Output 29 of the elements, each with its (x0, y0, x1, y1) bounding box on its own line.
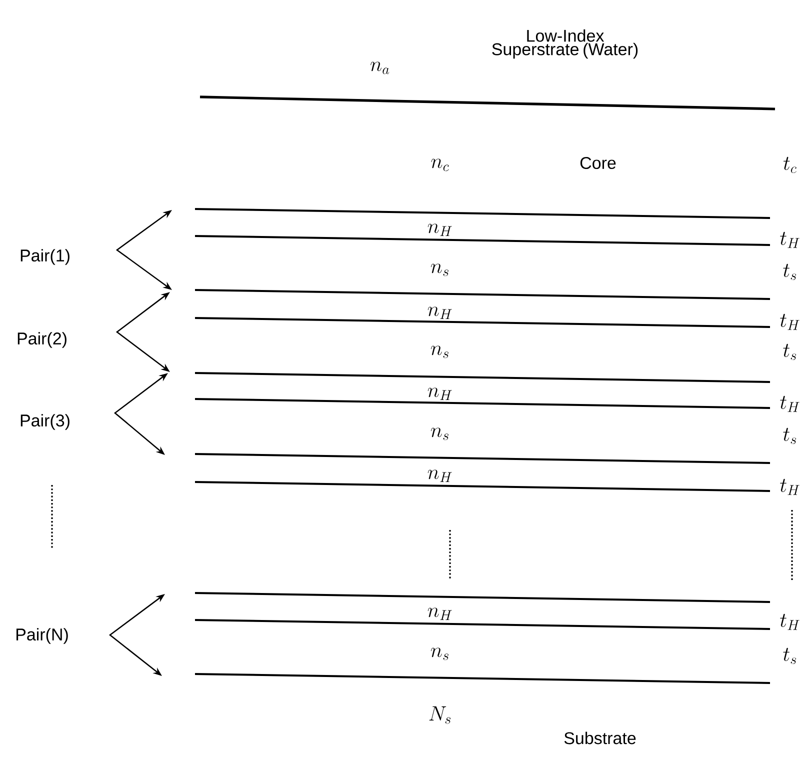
thickness-symbol: $t_H$ (780, 314, 800, 330)
region-label: Core (580, 156, 616, 169)
region-label: Substrate (564, 732, 636, 744)
thickness-symbol: $t_H$ (780, 614, 800, 630)
index-symbol: $n_H$ (428, 306, 452, 319)
pair-label: Pair(2) (18, 332, 66, 348)
index-symbol: $N_s$ (429, 706, 450, 724)
index-symbol: $n_s$ (430, 264, 448, 276)
index-symbol: $n_s$ (430, 346, 448, 358)
index-symbol: $n_s$ (430, 648, 448, 660)
index-symbol: $n_s$ (430, 428, 448, 440)
index-symbol: $n_a$ (370, 62, 390, 74)
pair-label: Pair(1) (20, 249, 70, 265)
thickness-symbol: $t_s$ (783, 428, 796, 444)
index-symbol: $n_H$ (428, 470, 452, 482)
thickness-symbol: $t_s$ (783, 648, 796, 664)
pair-label: Pair(N) (16, 628, 68, 644)
index-symbol: $n_H$ (428, 608, 452, 620)
index-symbol: $n_c$ (431, 158, 449, 172)
pair-label: Pair(3) (20, 414, 70, 430)
index-symbol: $n_H$ (428, 224, 452, 236)
thickness-symbol: $t_s$ (783, 264, 796, 280)
thickness-symbol: $t_H$ (780, 396, 800, 412)
thickness-symbol: $t_s$ (783, 344, 796, 360)
region-label: Low-Index Superstrate (Water) (492, 29, 638, 59)
thickness-symbol: $t_c$ (784, 156, 796, 174)
thickness-symbol: $t_H$ (780, 232, 800, 248)
index-symbol: $n_H$ (428, 388, 452, 400)
thickness-symbol: $t_H$ (780, 478, 800, 495)
